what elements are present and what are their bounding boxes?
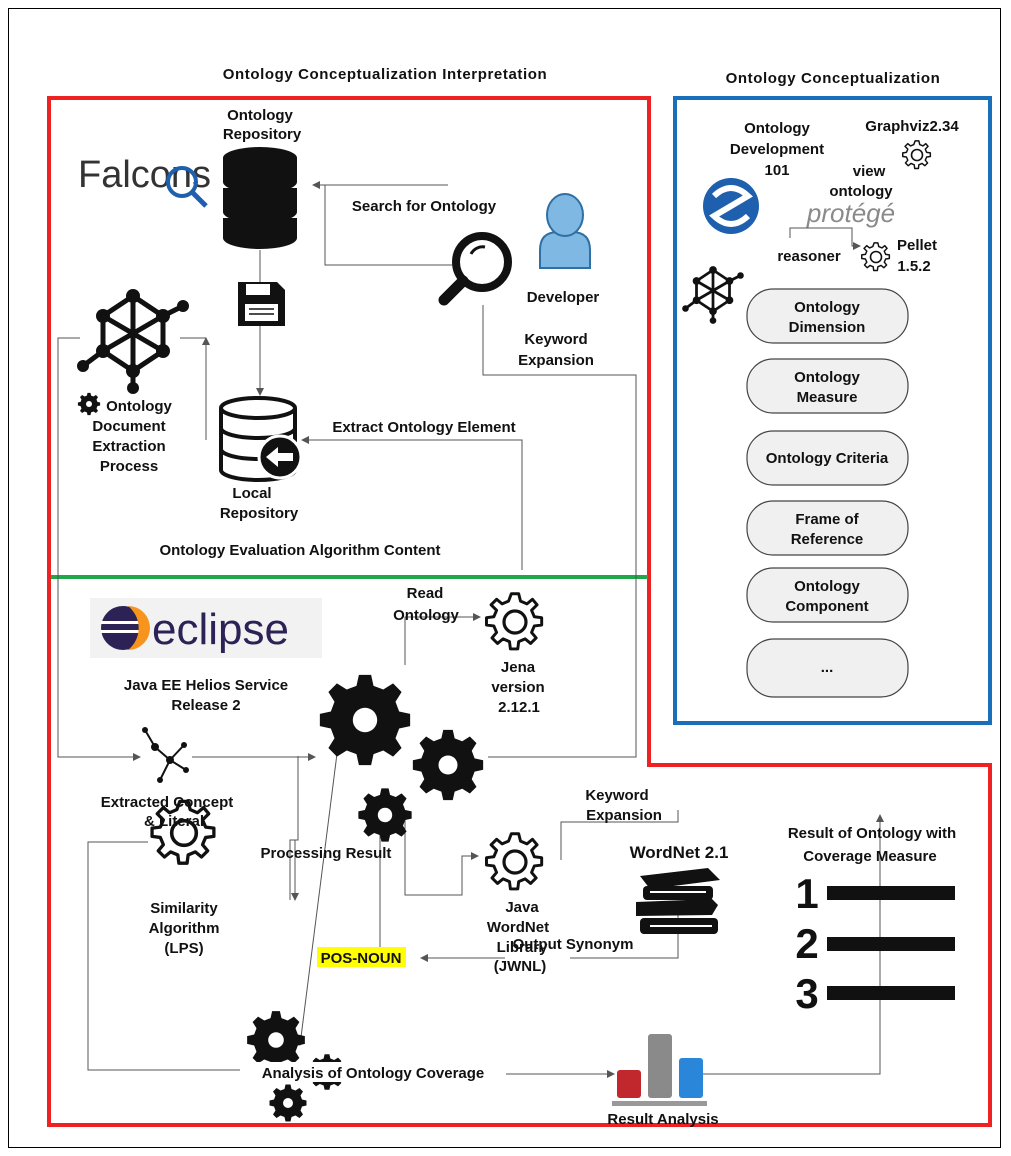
pellet-gear-icon — [860, 242, 891, 272]
svg-text:Ontology: Ontology — [794, 299, 860, 316]
books-icon — [636, 868, 720, 934]
similarity-label: Similarity — [150, 900, 218, 917]
extraction-process-label: Ontology — [106, 398, 172, 415]
result-coverage-label: Result of Ontology with — [788, 825, 956, 842]
extracted-concept-label: Extracted Concept — [101, 794, 234, 811]
jwnl-label: Java — [505, 899, 539, 916]
pellet-label: 1.5.2 — [897, 258, 930, 275]
protege-swirl-logo — [703, 178, 759, 234]
view-ontology-label: ontology — [829, 183, 893, 200]
falcons-logo: Falcons — [78, 154, 211, 208]
result-analysis-label: Result Analysis — [607, 1111, 718, 1128]
result-analysis-chart-icon — [612, 1034, 707, 1106]
search-label: Search for Ontology — [352, 198, 497, 215]
extraction-process-label: Process — [100, 458, 158, 475]
coverage-label: Analysis of Ontology Coverage — [262, 1065, 485, 1082]
svg-text:Ontology: Ontology — [794, 578, 860, 595]
local-repository-icon — [219, 396, 303, 482]
svg-text:...: ... — [821, 659, 834, 676]
output-synonym-label: Output Synonym — [513, 936, 634, 953]
developer-icon — [539, 193, 591, 269]
pill-ontology-measure[interactable]: Ontology Measure — [746, 358, 909, 414]
pos-noun-highlight — [317, 947, 406, 967]
jwnl-label: WordNet — [487, 919, 549, 936]
jwnl-label: Library — [497, 939, 549, 956]
processing-result-label: Processing Result — [261, 845, 392, 862]
jwnl-gear-icon — [484, 832, 544, 891]
svg-text:Frame of: Frame of — [795, 511, 859, 528]
repository-label: Ontology — [227, 107, 293, 124]
pill-frame-of-reference[interactable]: Frame of Reference — [746, 500, 909, 556]
protege-logo: protégé — [806, 198, 895, 228]
save-disk-icon — [238, 282, 285, 326]
search-icon — [438, 232, 512, 306]
graphviz-label: Graphviz2.34 — [865, 118, 959, 135]
conceptualization-region-border — [673, 96, 992, 725]
keyword-expansion-label: Keyword — [524, 331, 587, 348]
keyword-expansion-label: Expansion — [518, 352, 594, 369]
reasoner-label: reasoner — [777, 248, 841, 265]
view-ontology-label: view — [853, 163, 886, 180]
pill-ontology-component[interactable]: Ontology Component — [746, 567, 909, 623]
svg-text:1: 1 — [795, 870, 818, 917]
extraction-process-label: Extraction — [92, 438, 165, 455]
pill-more[interactable]: ... — [746, 638, 909, 698]
pos-noun-label: POS-NOUN — [321, 950, 402, 967]
wordnet-label: WordNet 2.1 — [630, 843, 729, 862]
local-repository-label: Repository — [220, 505, 299, 522]
concept-pill-list: Ontology Dimension Ontology Measure Onto… — [746, 288, 909, 698]
jena-gear-icon — [484, 592, 544, 651]
svg-text:eclipse: eclipse — [152, 605, 289, 654]
local-repository-label: Local — [232, 485, 271, 502]
diagram-frame — [8, 8, 1001, 1148]
svg-text:Ontology Criteria: Ontology Criteria — [766, 450, 889, 467]
ontology-graph-small-icon — [680, 264, 746, 326]
dev101-label: Ontology — [744, 120, 810, 137]
repository-label: Repository — [223, 126, 302, 143]
svg-text:Falcons: Falcons — [78, 154, 211, 196]
svg-text:Reference: Reference — [791, 531, 864, 548]
jwnl-label: (JWNL) — [494, 958, 547, 975]
svg-text:2: 2 — [795, 920, 818, 967]
evaluation-content-title: Ontology Evaluation Algorithm Content — [159, 542, 440, 559]
ranking-list-icon: 1 2 3 — [795, 870, 955, 1017]
magnifier-icon — [166, 166, 208, 208]
jena-label: Jena — [501, 659, 536, 676]
java-ee-label: Java EE Helios Service — [124, 677, 288, 694]
right-title: Ontology Conceptualization — [726, 70, 941, 87]
read-ontology-label: Ontology — [393, 607, 459, 624]
read-ontology-label: Read — [407, 585, 444, 602]
keyword-expansion-2-label: Keyword — [585, 787, 648, 804]
ontology-graph-icon — [77, 289, 189, 394]
extract-element-label: Extract Ontology Element — [332, 419, 515, 436]
similarity-label: Algorithm — [149, 920, 220, 937]
svg-text:Component: Component — [785, 598, 868, 615]
pill-ontology-criteria[interactable]: Ontology Criteria — [746, 430, 909, 486]
developer-label: Developer — [527, 289, 600, 306]
java-ee-label: Release 2 — [171, 697, 240, 714]
processing-gears-icon — [319, 674, 484, 842]
svg-text:Dimension: Dimension — [789, 319, 866, 336]
svg-text:Measure: Measure — [797, 389, 858, 406]
graphviz-gear-icon — [901, 140, 932, 170]
eclipse-logo: eclipse — [90, 598, 322, 658]
svg-text:Ontology: Ontology — [794, 369, 860, 386]
jena-label: version — [491, 679, 544, 696]
gear-icon — [77, 392, 101, 416]
extraction-process-label: Document — [92, 418, 165, 435]
left-title: Ontology Conceptualization Interpretatio… — [223, 66, 548, 83]
dev101-label: 101 — [764, 162, 789, 179]
similarity-label: (LPS) — [164, 940, 203, 957]
keyword-expansion-2-label: Expansion — [586, 807, 662, 824]
ontology-repository-icon — [223, 147, 297, 249]
pellet-label: Pellet — [897, 237, 937, 254]
evaluation-region-border — [47, 96, 992, 1127]
pill-ontology-dimension[interactable]: Ontology Dimension — [746, 288, 909, 344]
concept-graph-icon — [142, 727, 189, 783]
dev101-label: Development — [730, 141, 824, 158]
svg-text:3: 3 — [795, 970, 818, 1017]
jena-label: 2.12.1 — [498, 699, 540, 716]
result-coverage-label: Coverage Measure — [803, 848, 936, 865]
